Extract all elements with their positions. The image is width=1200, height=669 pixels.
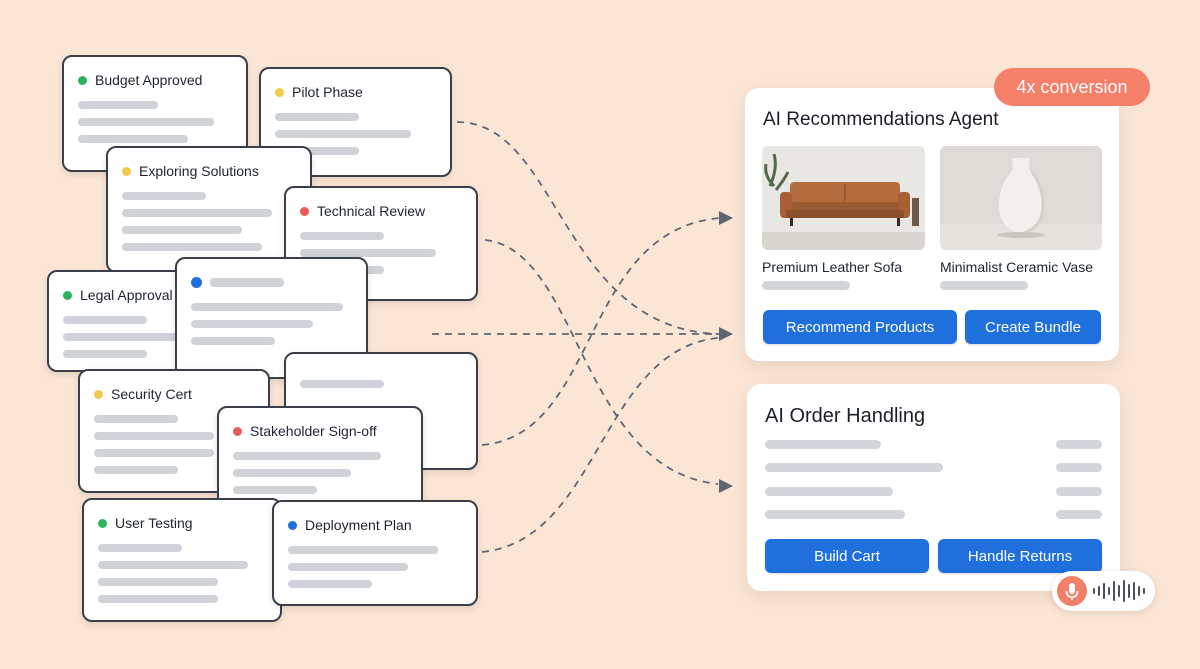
conversion-badge: 4x conversion xyxy=(994,68,1150,106)
placeholder-line xyxy=(98,561,248,569)
create-bundle-button[interactable]: Create Bundle xyxy=(965,310,1101,344)
placeholder-line xyxy=(98,595,218,603)
placeholder-line xyxy=(98,578,218,586)
placeholder-line xyxy=(191,320,313,328)
task-title: Deployment Plan xyxy=(305,517,412,533)
task-card[interactable]: User Testing xyxy=(82,498,282,622)
placeholder-line xyxy=(78,101,158,109)
placeholder-line xyxy=(1056,487,1102,496)
task-title: Exploring Solutions xyxy=(139,163,259,179)
status-dot xyxy=(288,520,297,530)
task-title: Stakeholder Sign-off xyxy=(250,423,377,439)
placeholder-line xyxy=(762,281,850,290)
arrowhead-icon xyxy=(719,479,733,493)
arrowhead-icon xyxy=(719,327,733,341)
task-card[interactable]: Exploring Solutions xyxy=(106,146,312,273)
handle-returns-button[interactable]: Handle Returns xyxy=(938,539,1102,573)
placeholder-line xyxy=(98,544,182,552)
placeholder-line xyxy=(1056,463,1102,472)
status-dot xyxy=(191,276,202,288)
task-title: Pilot Phase xyxy=(292,84,363,100)
placeholder-line xyxy=(300,232,384,240)
task-title: Budget Approved xyxy=(95,72,203,88)
placeholder-line xyxy=(94,449,214,457)
status-dot xyxy=(98,518,107,528)
placeholder-line xyxy=(288,580,372,588)
task-title: Technical Review xyxy=(317,203,426,219)
placeholder-line xyxy=(275,147,359,155)
status-dot xyxy=(300,206,309,216)
status-dot xyxy=(275,87,284,97)
task-card[interactable]: Legal Approval xyxy=(47,270,197,372)
placeholder-line xyxy=(765,510,905,519)
placeholder-line xyxy=(94,415,178,423)
placeholder-line xyxy=(191,303,343,311)
connector-path xyxy=(484,239,719,485)
placeholder-line xyxy=(233,452,381,460)
status-dot xyxy=(94,389,103,399)
task-card[interactable]: Deployment Plan xyxy=(272,500,478,606)
placeholder-line xyxy=(233,469,351,477)
recommendations-panel: AI Recommendations Agent xyxy=(745,88,1119,361)
vase-image[interactable] xyxy=(940,146,1102,250)
placeholder-line xyxy=(300,249,436,257)
connector-path xyxy=(456,121,721,335)
placeholder-line xyxy=(63,350,147,358)
placeholder-line xyxy=(78,135,188,143)
task-title: Legal Approval xyxy=(80,287,173,303)
order-handling-panel: AI Order Handling Build Cart Handle Retu… xyxy=(747,384,1120,591)
connector-path xyxy=(481,337,719,553)
placeholder-line xyxy=(191,337,275,345)
task-title: Security Cert xyxy=(111,386,192,402)
build-cart-button[interactable]: Build Cart xyxy=(765,539,929,573)
status-dot xyxy=(78,75,87,85)
placeholder-line xyxy=(78,118,214,126)
connector-path xyxy=(481,217,721,446)
recommend-products-button[interactable]: Recommend Products xyxy=(763,310,957,344)
placeholder-line xyxy=(122,226,242,234)
placeholder-line xyxy=(300,380,384,388)
status-dot xyxy=(122,166,131,176)
placeholder-line xyxy=(1056,440,1102,449)
placeholder-line xyxy=(765,440,881,449)
placeholder-line xyxy=(63,316,147,324)
product-name: Minimalist Ceramic Vase xyxy=(940,259,1093,275)
voice-widget[interactable] xyxy=(1052,571,1155,611)
placeholder-line xyxy=(765,463,943,472)
status-dot xyxy=(63,290,72,300)
placeholder-line xyxy=(122,209,272,217)
placeholder-line xyxy=(122,192,206,200)
placeholder-line xyxy=(1056,510,1102,519)
product-name: Premium Leather Sofa xyxy=(762,259,903,275)
sofa-image[interactable] xyxy=(762,146,925,250)
placeholder-line xyxy=(122,243,262,251)
task-card[interactable]: Stakeholder Sign-off xyxy=(217,406,423,513)
placeholder-line xyxy=(275,130,411,138)
arrowhead-icon xyxy=(719,211,733,225)
placeholder-line xyxy=(288,563,408,571)
sound-wave-icon xyxy=(1093,580,1145,602)
placeholder-line xyxy=(94,466,178,474)
placeholder-line xyxy=(940,281,1028,290)
panel-title: AI Recommendations Agent xyxy=(763,109,999,130)
placeholder-line xyxy=(275,113,359,121)
status-dot xyxy=(233,426,242,436)
placeholder-line xyxy=(233,486,317,494)
microphone-icon[interactable] xyxy=(1057,576,1087,606)
placeholder-line xyxy=(765,487,893,496)
placeholder-line xyxy=(63,333,183,341)
placeholder-line xyxy=(210,277,284,287)
task-title: User Testing xyxy=(115,515,193,531)
panel-title: AI Order Handling xyxy=(765,405,926,427)
placeholder-line xyxy=(94,432,214,440)
placeholder-line xyxy=(288,546,438,554)
